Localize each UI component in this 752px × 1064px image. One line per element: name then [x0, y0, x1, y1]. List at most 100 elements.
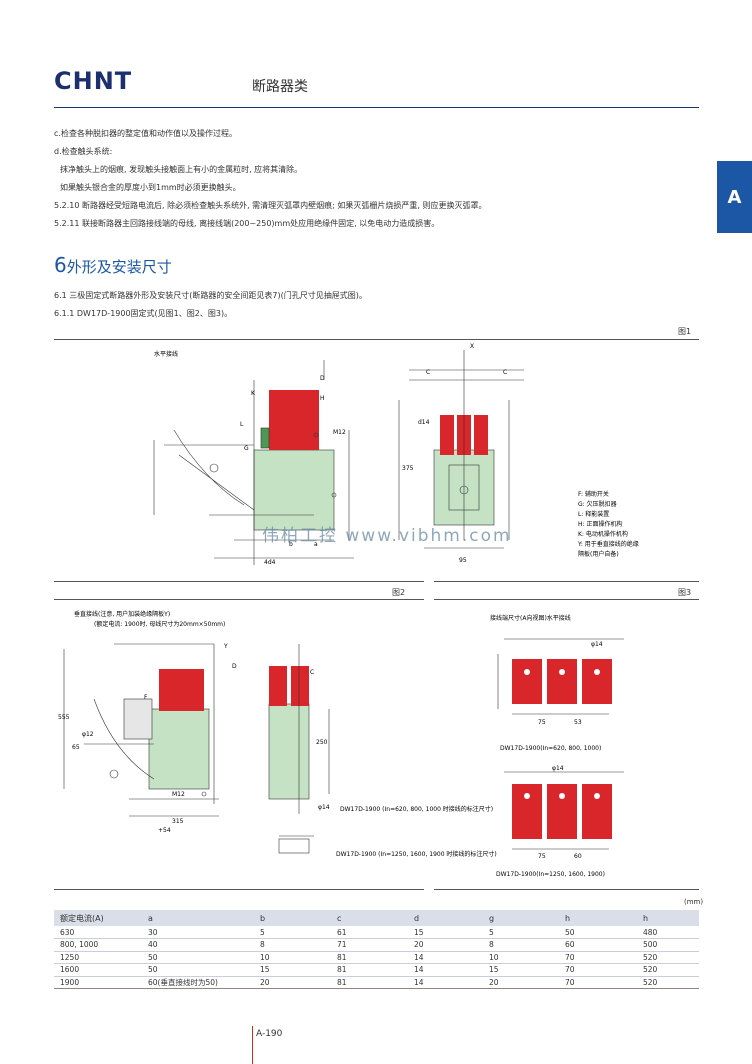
table-cell: 20 — [408, 938, 483, 952]
table-cell: 70 — [559, 976, 637, 989]
fig2-note-2: (额定电流: 1900时, 母线尺寸为20mm×50mm) — [94, 620, 225, 628]
d-label: D — [320, 375, 325, 382]
fig2-dim-250: 250 — [316, 739, 328, 746]
table-cell: 14 — [408, 976, 483, 989]
table-cell: 60(垂直接线时为50) — [142, 976, 254, 989]
table-cell: 10 — [254, 951, 331, 964]
table-row: 630 30 5 61 15 5 50 480 — [54, 926, 699, 939]
fig2-dim-315: 315 — [172, 818, 184, 825]
dim-4d4: 4d4 — [264, 559, 276, 566]
fig1-legend: F: 辅助开关 G: 欠压脱扣器 L: 释能装置 H: 正面操作机构 K: 电动… — [577, 490, 639, 558]
front-view-breaker — [398, 350, 524, 549]
table-cell: 520 — [637, 951, 699, 964]
figure-2-label: 图2 — [392, 588, 406, 597]
legend-item: F: 辅助开关 — [578, 490, 609, 498]
chint-logo: CHNT — [54, 67, 133, 95]
table-cell: 15 — [254, 963, 331, 977]
side-view-breaker — [153, 360, 354, 565]
fig2-note-620: DW17D-1900 (In=620, 800, 1000 时接线的标注尺寸) — [340, 805, 493, 813]
sub-line: 6.1.1 DW17D-1900固定式(见图1、图2、图3)。 — [54, 309, 233, 318]
section-tab[interactable]: A — [717, 161, 752, 233]
col-d: d — [408, 910, 483, 926]
table-cell: 630 — [54, 926, 142, 939]
fig3-dim-60: 60 — [574, 853, 582, 860]
legend-item: L: 释能装置 — [578, 510, 609, 518]
col-c: c — [331, 910, 408, 926]
fig2-y-label: Y — [223, 643, 228, 650]
table-cell: 70 — [559, 963, 637, 977]
fig2-note-1: 垂直接线(注意, 用户加装绝缘隔板Y) — [74, 610, 170, 618]
table-cell: 70 — [559, 951, 637, 964]
table-cell: 8 — [254, 938, 331, 952]
table-cell: 15 — [408, 926, 483, 939]
figure-1-top-rule — [54, 339, 699, 340]
table-cell: 520 — [637, 976, 699, 989]
table-cell: 14 — [408, 963, 483, 977]
table-cell: 5 — [483, 926, 559, 939]
footer-accent-line — [252, 1026, 253, 1064]
fig3-caption-a: DW17D-1900(In=620, 800, 1000) — [500, 745, 601, 752]
table-cell: 1900 — [54, 976, 142, 989]
fig3-dim-75: 75 — [538, 719, 546, 726]
body-line: c.检查各种脱扣器的整定值和动作值以及操作过程。 — [54, 129, 237, 138]
table-cell: 81 — [331, 963, 408, 977]
x-label: X — [470, 343, 474, 350]
horizontal-wiring-label: 水平接线 — [154, 350, 178, 358]
terminal-block — [269, 390, 319, 450]
table-cell: 5 — [254, 926, 331, 939]
table-cell: 30 — [142, 926, 254, 939]
table-cell: 14 — [408, 951, 483, 964]
table-cell: 71 — [331, 938, 408, 952]
figure-1-bottom-rule-right — [434, 581, 699, 582]
fig3-dim-14a: φ14 — [591, 641, 603, 648]
figure-3-top-rule — [434, 599, 699, 600]
figure-2-drawing: 垂直接线(注意, 用户加装绝缘隔板Y) (额定电流: 1900时, 母线尺寸为2… — [58, 610, 497, 858]
sub-line: 6.1 三极固定式断路器外形及安装尺寸(断路器的安全间距见表7)(门孔尺寸见抽屉… — [54, 291, 367, 300]
fig2-dim-65: 65 — [72, 744, 80, 751]
handle — [260, 427, 270, 449]
figure-3-bottom-rule — [434, 889, 699, 890]
col-a: a — [142, 910, 254, 926]
table-cell: 81 — [331, 951, 408, 964]
table-cell: 50 — [559, 926, 637, 939]
table-row: 800, 1000 40 8 71 20 8 60 500 — [54, 938, 699, 952]
fig3-terminals-b — [512, 784, 612, 839]
body-line: 5.2.11 联接断路器主回路接线端的母线, 离接线端(200~250)mm处应… — [54, 219, 440, 228]
figure-3-label: 图3 — [678, 588, 692, 597]
fig2-front-view — [268, 644, 330, 854]
table-cell: 15 — [483, 963, 559, 977]
l-label: L — [240, 421, 244, 428]
figure-2-top-rule — [54, 599, 424, 600]
c-label-left: C — [426, 369, 430, 376]
dim-95: 95 — [459, 557, 467, 564]
handle-arc — [173, 429, 245, 506]
fig3-dim-53: 53 — [574, 719, 582, 726]
col-h2: h — [637, 910, 699, 926]
table-row: 1900 60(垂直接线时为50) 20 81 14 20 70 520 — [54, 976, 699, 989]
section-number: 6 — [54, 253, 67, 277]
body-line: d.检查触头系统: — [54, 147, 113, 156]
fig2-side-view — [63, 643, 219, 817]
legend-item: H: 正面操作机构 — [578, 520, 622, 528]
col-h1: h — [559, 910, 637, 926]
table-cell: 81 — [331, 976, 408, 989]
fig2-f-label: F — [144, 694, 148, 701]
table-row: 1250 50 10 81 14 10 70 520 — [54, 951, 699, 964]
legend-item: K: 电动机操作机构 — [578, 530, 628, 538]
dim-d14: d14 — [418, 419, 430, 426]
dimension-table: 额定电流(A) a b c d g h h 630 30 5 61 15 5 5… — [54, 910, 699, 989]
table-cell: 1250 — [54, 951, 142, 964]
k-label: K — [251, 390, 256, 397]
col-rated-current: 额定电流(A) — [54, 910, 142, 926]
fig2-m12-label: M12 — [172, 791, 185, 798]
figure-2-bottom-rule — [54, 889, 424, 890]
table-header-row: 额定电流(A) a b c d g h h — [54, 910, 699, 926]
table-cell: 800, 1000 — [54, 938, 142, 952]
figure-1-drawing: 水平接线 M12 K L D H G 4d4 b a X C C d14 375… — [153, 343, 639, 566]
h-label: H — [320, 395, 325, 402]
fig3-terminals-a — [512, 659, 612, 704]
fig3-dim-14b: φ14 — [552, 765, 564, 772]
table-cell: 60 — [559, 938, 637, 952]
table-cell: 10 — [483, 951, 559, 964]
fig2-d-label: D — [232, 663, 237, 670]
